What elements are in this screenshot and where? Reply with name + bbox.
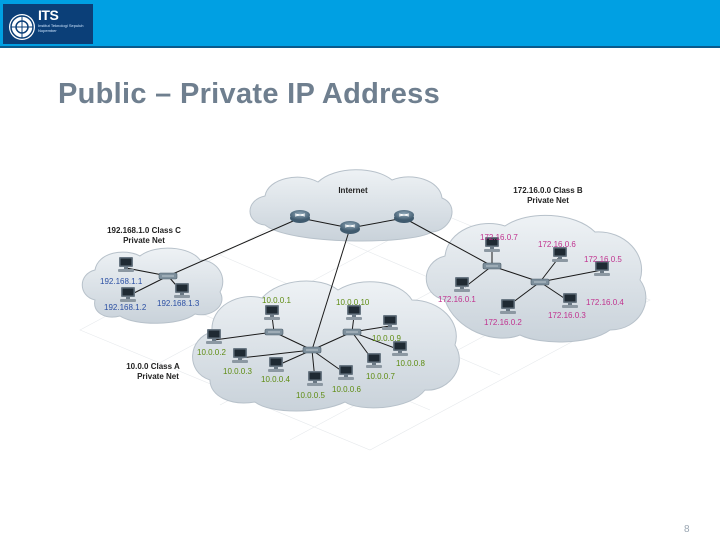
host-ip-label: 172.16.0.6 [538,240,576,249]
pc-icon [268,357,284,372]
host-ip-label: 172.16.0.7 [480,233,518,242]
seal-icon [9,14,35,40]
pc-icon [206,329,222,344]
switch-icon [264,328,284,336]
host-ip-label: 172.16.0.3 [548,311,586,320]
host-ip-label: 172.16.0.5 [584,255,622,264]
its-logo [3,4,93,44]
header-bar: ITS Institut Teknologi Sepuluh Nopember [0,0,720,48]
class-b-cloud [425,214,647,343]
host-ip-label: 10.0.0.8 [396,359,425,368]
switch-icon [342,328,362,336]
router-icon [339,220,361,235]
pc-icon [174,283,190,298]
class-c-subtitle: Private Net [123,236,165,245]
class-a-cloud [192,280,460,412]
switch-icon [158,272,178,280]
switch-icon [482,262,502,270]
class-a-title: 10.0.0 Class A [126,362,180,371]
host-ip-label: 192.168.1.3 [157,299,200,308]
host-ip-label: 192.168.1.2 [104,303,147,312]
switch-icon [302,346,322,354]
slide-title: Public – Private IP Address [58,78,441,110]
pc-icon [366,353,382,368]
host-ip-label: 10.0.0.10 [336,298,370,307]
pc-icon [392,341,408,356]
host-ip-label: 172.16.0.4 [586,298,624,307]
host-ip-label: 10.0.0.7 [366,372,395,381]
internet-label: Internet [338,186,368,195]
class-c-title: 192.168.1.0 Class C [107,226,181,235]
host-ip-label: 10.0.0.6 [332,385,361,394]
brand-name: ITS [38,7,59,23]
class-b-subtitle: Private Net [527,196,569,205]
pc-icon [232,348,248,363]
pc-icon [118,257,134,272]
router-icon [289,209,311,224]
pc-icon [120,287,136,302]
host-ip-label: 10.0.0.4 [261,375,290,384]
pc-icon [346,305,362,320]
host-ip-label: 10.0.0.3 [223,367,252,376]
host-ip-label: 192.168.1.1 [100,277,143,286]
host-ip-label: 10.0.0.1 [262,296,291,305]
internet-cloud [249,169,453,242]
router-icon [393,209,415,224]
pc-icon [562,293,578,308]
pc-icon [500,299,516,314]
switch-icon [530,278,550,286]
pc-icon [382,315,398,330]
page-number: 8 [684,524,690,535]
class-b-title: 172.16.0.0 Class B [513,186,583,195]
pc-icon [264,305,280,320]
pc-icon [454,277,470,292]
host-ip-label: 10.0.0.9 [372,334,401,343]
pc-icon [307,371,323,386]
host-ip-label: 10.0.0.5 [296,391,325,400]
brand-subtitle: Institut Teknologi Sepuluh Nopember [38,23,84,33]
class-a-subtitle: Private Net [137,372,179,381]
host-ip-label: 172.16.0.1 [438,295,476,304]
host-ip-label: 172.16.0.2 [484,318,522,327]
pc-icon [338,365,354,380]
host-ip-label: 10.0.0.2 [197,348,226,357]
pc-icon [552,247,568,262]
